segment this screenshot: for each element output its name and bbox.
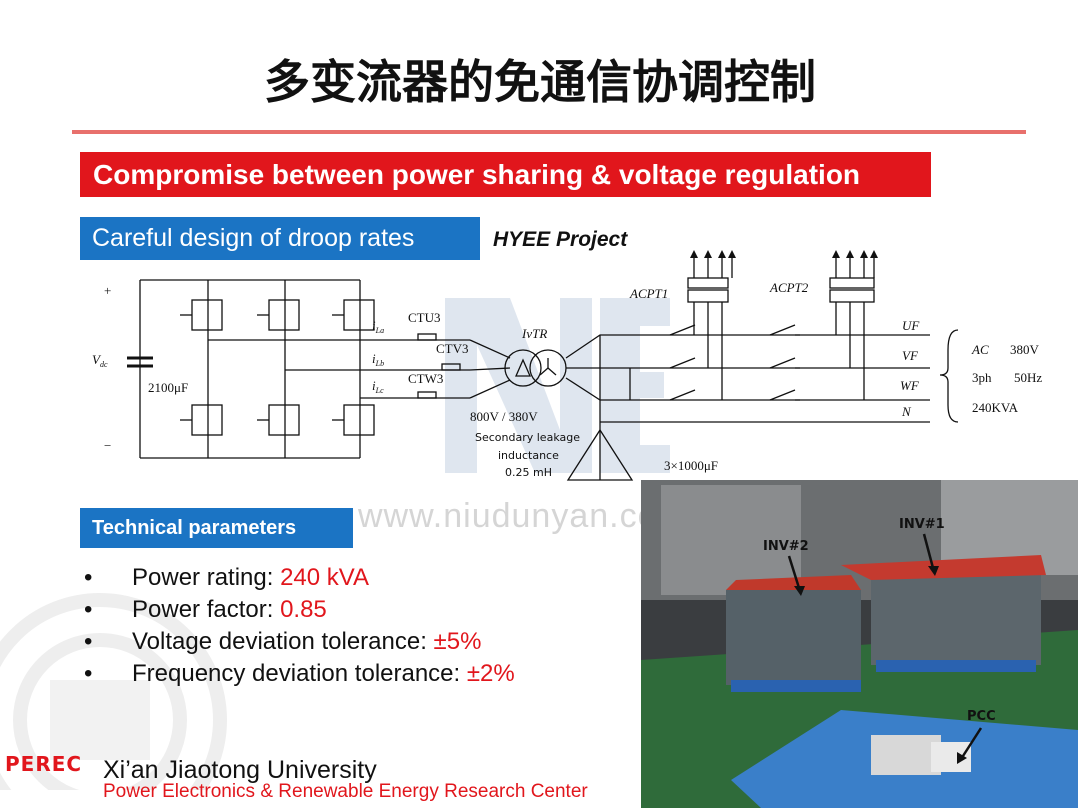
neutral-label: N bbox=[901, 404, 912, 419]
circuit-diagram: + − Vdc 2100μF CTU3 CTV3 CTW3 iLa iLb iL… bbox=[92, 250, 1042, 481]
background-seal-watermark bbox=[0, 593, 227, 790]
leakage-label-2: inductance bbox=[498, 449, 559, 462]
inv2-label: INV#2 bbox=[763, 539, 809, 554]
page-title: 多变流器的免通信协调控制 bbox=[264, 55, 816, 109]
list-item: •Power rating: 240 kVA bbox=[84, 564, 370, 591]
title-divider bbox=[72, 130, 1026, 134]
university-name: Xi’an Jiaotong University bbox=[103, 756, 377, 784]
igbt-switch bbox=[257, 299, 300, 331]
acpt1-label: ACPT1 bbox=[629, 286, 668, 301]
wf-label: WF bbox=[900, 378, 920, 393]
ct-u-label: CTU3 bbox=[408, 310, 441, 325]
perec-logo: PEREC bbox=[5, 752, 83, 776]
frequency-label: 50Hz bbox=[1014, 370, 1042, 385]
ratio-label: 800V / 380V bbox=[470, 409, 538, 424]
pcc-label: PCC bbox=[967, 709, 996, 724]
igbt-switch bbox=[180, 404, 223, 436]
phase-label: 3ph bbox=[972, 370, 992, 385]
uf-label: UF bbox=[902, 318, 920, 333]
current-la-label: iLa bbox=[372, 318, 384, 335]
current-lc-label: iLc bbox=[372, 378, 384, 395]
tech-params-header: Technical parameters bbox=[80, 508, 353, 548]
leakage-label-1: Secondary leakage bbox=[475, 431, 580, 444]
ne-logo-watermark bbox=[445, 298, 670, 473]
leakage-label-3: 0.25 mH bbox=[505, 466, 552, 479]
plus-label: + bbox=[104, 283, 111, 298]
igbt-switch bbox=[332, 404, 375, 436]
capacitor-bank-label: 3×1000μF bbox=[664, 458, 718, 473]
research-center-name: Power Electronics & Renewable Energy Res… bbox=[103, 781, 588, 802]
params-list: •Power rating: 240 kVA •Power factor: 0.… bbox=[84, 562, 515, 690]
igbt-switch bbox=[257, 404, 300, 436]
ac-label: AC bbox=[971, 342, 989, 357]
kva-label: 240KVA bbox=[972, 400, 1019, 415]
igbt-switch bbox=[180, 299, 223, 331]
dc-capacitor-label: 2100μF bbox=[148, 380, 188, 395]
lab-photo: INV#1 INV#2 PCC bbox=[641, 480, 1078, 808]
igbt-switch bbox=[332, 299, 375, 331]
list-item: •Frequency deviation tolerance: ±2% bbox=[84, 660, 515, 687]
transformer-label: IvTR bbox=[521, 326, 547, 341]
list-item: •Voltage deviation tolerance: ±5% bbox=[84, 628, 482, 655]
list-item: •Power factor: 0.85 bbox=[84, 596, 327, 623]
section-banner: Careful design of droop rates bbox=[80, 217, 480, 260]
minus-label: − bbox=[104, 438, 111, 453]
inv1-label: INV#1 bbox=[899, 517, 945, 532]
project-label: HYEE Project bbox=[493, 228, 628, 251]
site-watermark: www.niudunyan.com bbox=[358, 497, 687, 535]
ct-w-label: CTW3 bbox=[408, 371, 443, 386]
current-lb-label: iLb bbox=[372, 351, 384, 368]
vf-label: VF bbox=[902, 348, 919, 363]
ct-v-label: CTV3 bbox=[436, 341, 469, 356]
vdc-label: Vdc bbox=[92, 352, 108, 369]
headline-banner: Compromise between power sharing & volta… bbox=[80, 152, 931, 197]
voltage-rating-label: 380V bbox=[1010, 342, 1040, 357]
acpt2-label: ACPT2 bbox=[769, 280, 809, 295]
